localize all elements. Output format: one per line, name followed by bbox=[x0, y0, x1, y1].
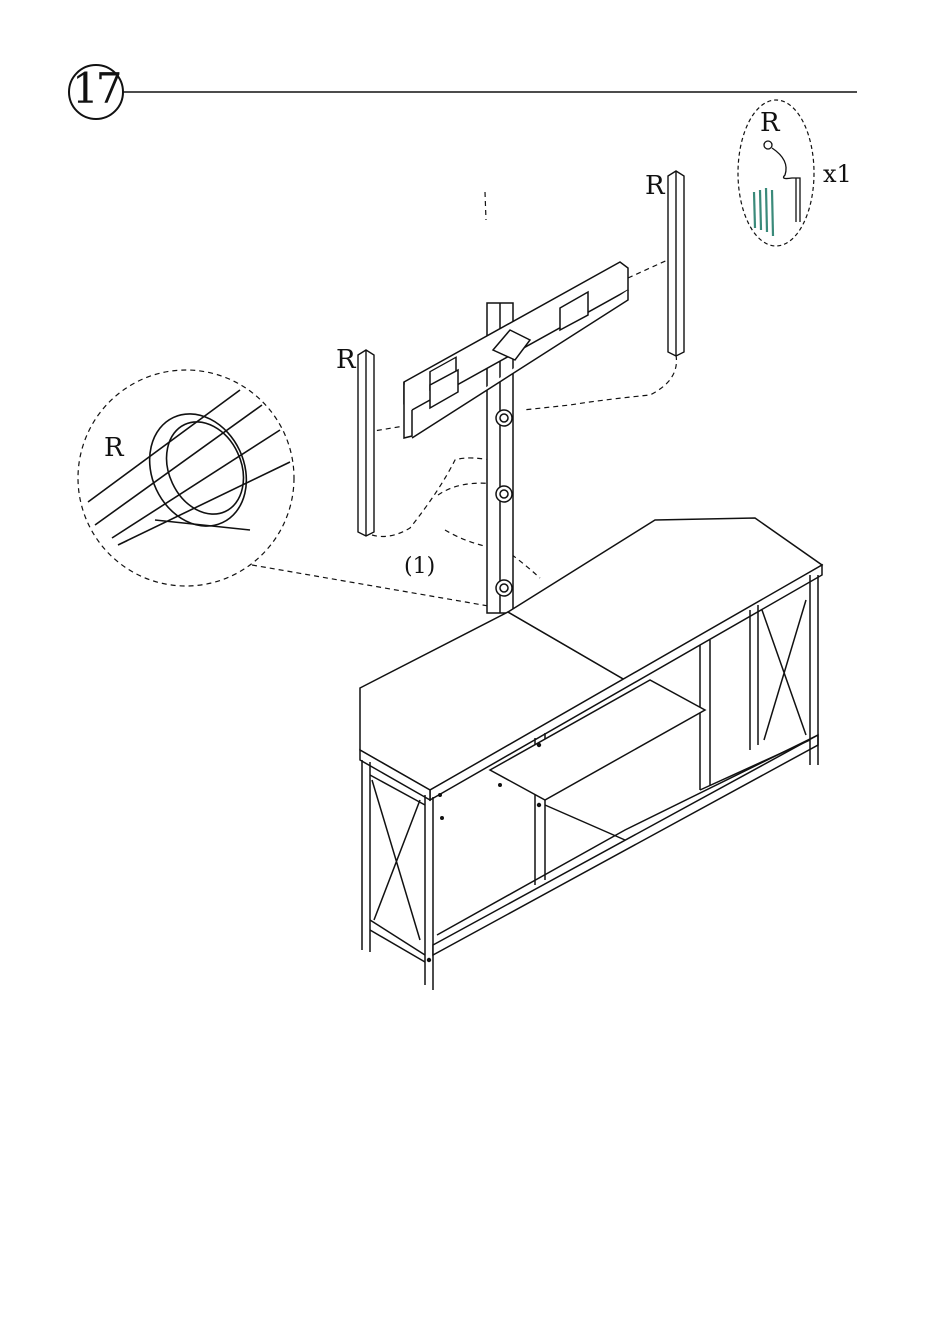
part-quantity: x1 bbox=[823, 162, 852, 186]
step-header bbox=[69, 65, 857, 119]
cable-tie-icon bbox=[764, 141, 800, 222]
step-number: 17 bbox=[72, 68, 119, 110]
step-reference: (1) bbox=[404, 556, 435, 578]
tv-stand bbox=[360, 518, 822, 990]
part-label-r-detail: R bbox=[104, 435, 124, 461]
part-label-r-callout: R bbox=[760, 110, 780, 136]
part-label-r-left-post: R bbox=[336, 347, 356, 373]
tv-bracket bbox=[404, 262, 628, 438]
detail-zoom bbox=[78, 370, 294, 586]
cover-post-left bbox=[358, 350, 374, 536]
velcro-strips-icon bbox=[754, 188, 773, 236]
cover-post-right bbox=[668, 171, 684, 356]
detail-circle bbox=[78, 370, 294, 586]
part-label-r-right-post: R bbox=[645, 173, 665, 199]
velcro-wrap-detail bbox=[88, 390, 290, 545]
